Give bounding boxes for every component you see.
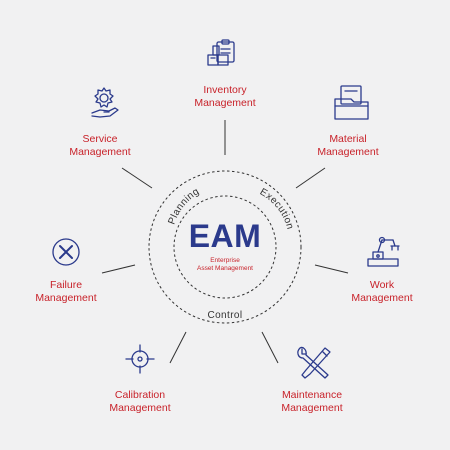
wrench-screwdriver-icon xyxy=(297,346,331,379)
node-label-maintenance: Maintenance Management xyxy=(281,389,343,414)
center-subtitle-line2: Asset Management xyxy=(196,265,253,272)
node-label-failure: Failure Management xyxy=(35,279,97,304)
robot-arm-icon xyxy=(367,236,400,267)
connector-material xyxy=(295,167,326,189)
inventory-icon xyxy=(207,39,235,66)
node-label-material: Material Management xyxy=(317,133,379,158)
crosshair-icon xyxy=(125,344,155,374)
inner-dashed-ring xyxy=(173,195,277,299)
outer-dashed-ring xyxy=(148,170,302,324)
connector-lines xyxy=(101,120,349,364)
center-subtitle: Enterprise Asset Management xyxy=(170,257,280,273)
connector-calibration xyxy=(169,331,187,364)
ring-label-control: Control xyxy=(207,310,242,321)
node-label-calibration: Calibration Management xyxy=(109,389,171,414)
connector-maintenance xyxy=(261,331,279,364)
folder-icon xyxy=(334,85,369,120)
node-label-work: Work Management xyxy=(351,279,413,304)
gear-hand-icon xyxy=(91,87,119,118)
connector-service xyxy=(121,167,153,189)
center-title: EAM xyxy=(188,218,262,254)
x-circle-icon xyxy=(52,238,80,266)
node-label-service: Service Management xyxy=(69,133,131,158)
connector-work xyxy=(314,264,349,274)
center-subtitle-line1: Enterprise xyxy=(210,257,240,264)
connector-failure xyxy=(101,264,136,274)
node-label-inventory: Inventory Management xyxy=(194,84,256,109)
